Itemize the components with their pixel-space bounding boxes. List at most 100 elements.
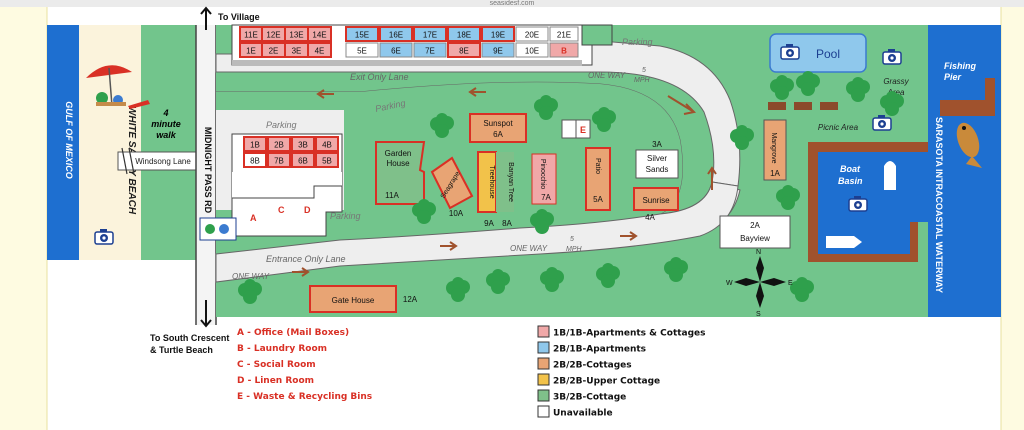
sunrise-cottage[interactable]: Sunrise 4A <box>633 187 679 222</box>
facility-key: A - Office (Mail Boxes) B - Laundry Room… <box>237 328 372 402</box>
sunspot-number: 6A <box>493 130 503 139</box>
unit-label: 1E <box>246 47 256 56</box>
intracoastal-water <box>928 25 1001 317</box>
patio-number: 5A <box>593 195 603 204</box>
unit-14e[interactable]: 14E <box>307 26 332 42</box>
unit-8e[interactable]: 8E <box>447 42 481 58</box>
unit-18e[interactable]: 18E <box>447 26 481 42</box>
unit-21e[interactable]: 21E <box>549 26 579 42</box>
facility-letter-e: E <box>580 125 586 135</box>
beach-sand <box>79 25 141 260</box>
unit-1b[interactable]: 1B <box>243 136 267 152</box>
compass-w: W <box>726 280 733 287</box>
unit-b[interactable]: B <box>549 42 579 58</box>
garden-house-cottage[interactable]: Garden House 11A <box>375 141 426 205</box>
key-item-laundry: B - Laundry Room <box>237 344 327 354</box>
seagrape-cottage[interactable]: Seagrape 10A <box>430 156 474 218</box>
legend-swatch <box>537 373 550 386</box>
unit-4b[interactable]: 4B <box>315 136 339 152</box>
bayview-cottage[interactable]: 2A Bayview <box>719 215 791 249</box>
left-page-margin <box>0 7 47 430</box>
facility-letter-c: C <box>278 205 285 215</box>
silver-sands-cottage[interactable]: 3A Silver Sands <box>635 140 679 179</box>
pool[interactable] <box>769 33 867 73</box>
unit-13e[interactable]: 13E <box>284 26 309 42</box>
mangrove-cottage[interactable]: Mangrove 1A <box>763 119 787 181</box>
unit-11e[interactable]: 11E <box>239 26 263 42</box>
unit-3b[interactable]: 3B <box>291 136 315 152</box>
unit-3e[interactable]: 3E <box>284 42 309 58</box>
unit-4e[interactable]: 4E <box>307 42 332 58</box>
treehouse-cottage[interactable]: Banyan Tree Treehouse 9A 8A <box>477 151 514 228</box>
unit-label: B <box>561 47 567 56</box>
unit-label: 7E <box>425 47 435 56</box>
intracoastal-label: SARASOTA INTRACOASTAL WATERWAY <box>934 117 944 293</box>
gate-house-cottage[interactable]: Gate House 12A <box>309 285 418 313</box>
gulf-of-mexico-water <box>47 25 79 260</box>
unit-label: 15E <box>355 31 369 40</box>
unit-label: 1B <box>250 141 260 150</box>
unit-7b[interactable]: 7B <box>267 152 291 168</box>
unit-2e[interactable]: 2E <box>261 42 286 58</box>
midnight-pass-label: MIDNIGHT PASS RD <box>203 127 213 214</box>
gulf-label: GULF OF MEXICO <box>64 101 74 179</box>
unit-1e[interactable]: 1E <box>239 42 263 58</box>
unit-label: 4B <box>322 141 332 150</box>
unit-label: 13E <box>289 31 303 40</box>
unit-6e[interactable]: 6E <box>379 42 413 58</box>
unit-20e[interactable]: 20E <box>515 26 549 42</box>
beach-grass-strip <box>141 25 196 260</box>
unit-5e[interactable]: 5E <box>345 42 379 58</box>
pool-camera-icon <box>780 43 800 60</box>
fishing-pier <box>940 78 995 116</box>
seagrape-number: 10A <box>449 209 464 218</box>
parking-label-north: Parking <box>622 37 653 47</box>
legend-swatch <box>537 341 550 354</box>
unit-12e[interactable]: 12E <box>261 26 286 42</box>
top-url-fragment: seasidesf.com <box>490 0 535 7</box>
one-way-label-middle: ONE WAY <box>510 244 548 253</box>
parking-label-south: Parking <box>330 211 361 221</box>
key-item-social: C - Social Room <box>237 360 316 370</box>
north-road-arrow-icon <box>200 6 212 30</box>
boat-basin-camera-icon <box>848 195 868 212</box>
unit-label: 5B <box>322 157 332 166</box>
entrance-lane-label: Entrance Only Lane <box>266 254 346 264</box>
unit-label: 3E <box>292 47 302 56</box>
unit-8b[interactable]: 8B <box>243 152 267 168</box>
unit-15e[interactable]: 15E <box>345 26 379 42</box>
legend-label: 2B/1B-Apartments <box>553 345 646 355</box>
patio-cottage[interactable]: Patio 5A <box>585 147 611 211</box>
south-road-arrow-icon <box>200 300 212 328</box>
picnic-label: Picnic Area <box>818 123 859 132</box>
walk-label-3: walk <box>156 130 177 140</box>
sunspot-cottage[interactable]: Sunspot 6A <box>469 113 527 143</box>
unit-10e[interactable]: 10E <box>515 42 549 58</box>
unit-19e[interactable]: 19E <box>481 26 515 42</box>
boat-icon-2 <box>826 236 862 248</box>
pinocchio-cottage[interactable]: Pinocchio 7A <box>531 153 557 205</box>
compass-rose-icon: N S W E <box>726 249 793 318</box>
walk-label-2: minute <box>151 119 181 129</box>
legend-item: 1B/1B-Apartments & Cottages <box>537 325 706 339</box>
unit-label: 12E <box>266 31 280 40</box>
unit-label: 3B <box>298 141 308 150</box>
unit-2b[interactable]: 2B <box>267 136 291 152</box>
unit-label: 9E <box>493 47 503 56</box>
silver-sands-label-1: Silver <box>647 154 667 163</box>
bayview-label: Bayview <box>740 234 770 243</box>
walk-label-1: 4 <box>162 108 168 118</box>
unit-6b[interactable]: 6B <box>291 152 315 168</box>
boat-basin-label-2: Basin <box>838 176 863 186</box>
unit-9e[interactable]: 9E <box>481 42 515 58</box>
unit-16e[interactable]: 16E <box>379 26 413 42</box>
garden-house-number: 11A <box>385 191 399 200</box>
unit-label: 8B <box>250 157 260 166</box>
unit-label: 5E <box>357 47 367 56</box>
browser-top-bar <box>0 0 1024 7</box>
unit-label: 2B <box>274 141 284 150</box>
unit-7e[interactable]: 7E <box>413 42 447 58</box>
unit-5b[interactable]: 5B <box>315 152 339 168</box>
unit-17e[interactable]: 17E <box>413 26 447 42</box>
road-break-mark <box>121 147 135 175</box>
